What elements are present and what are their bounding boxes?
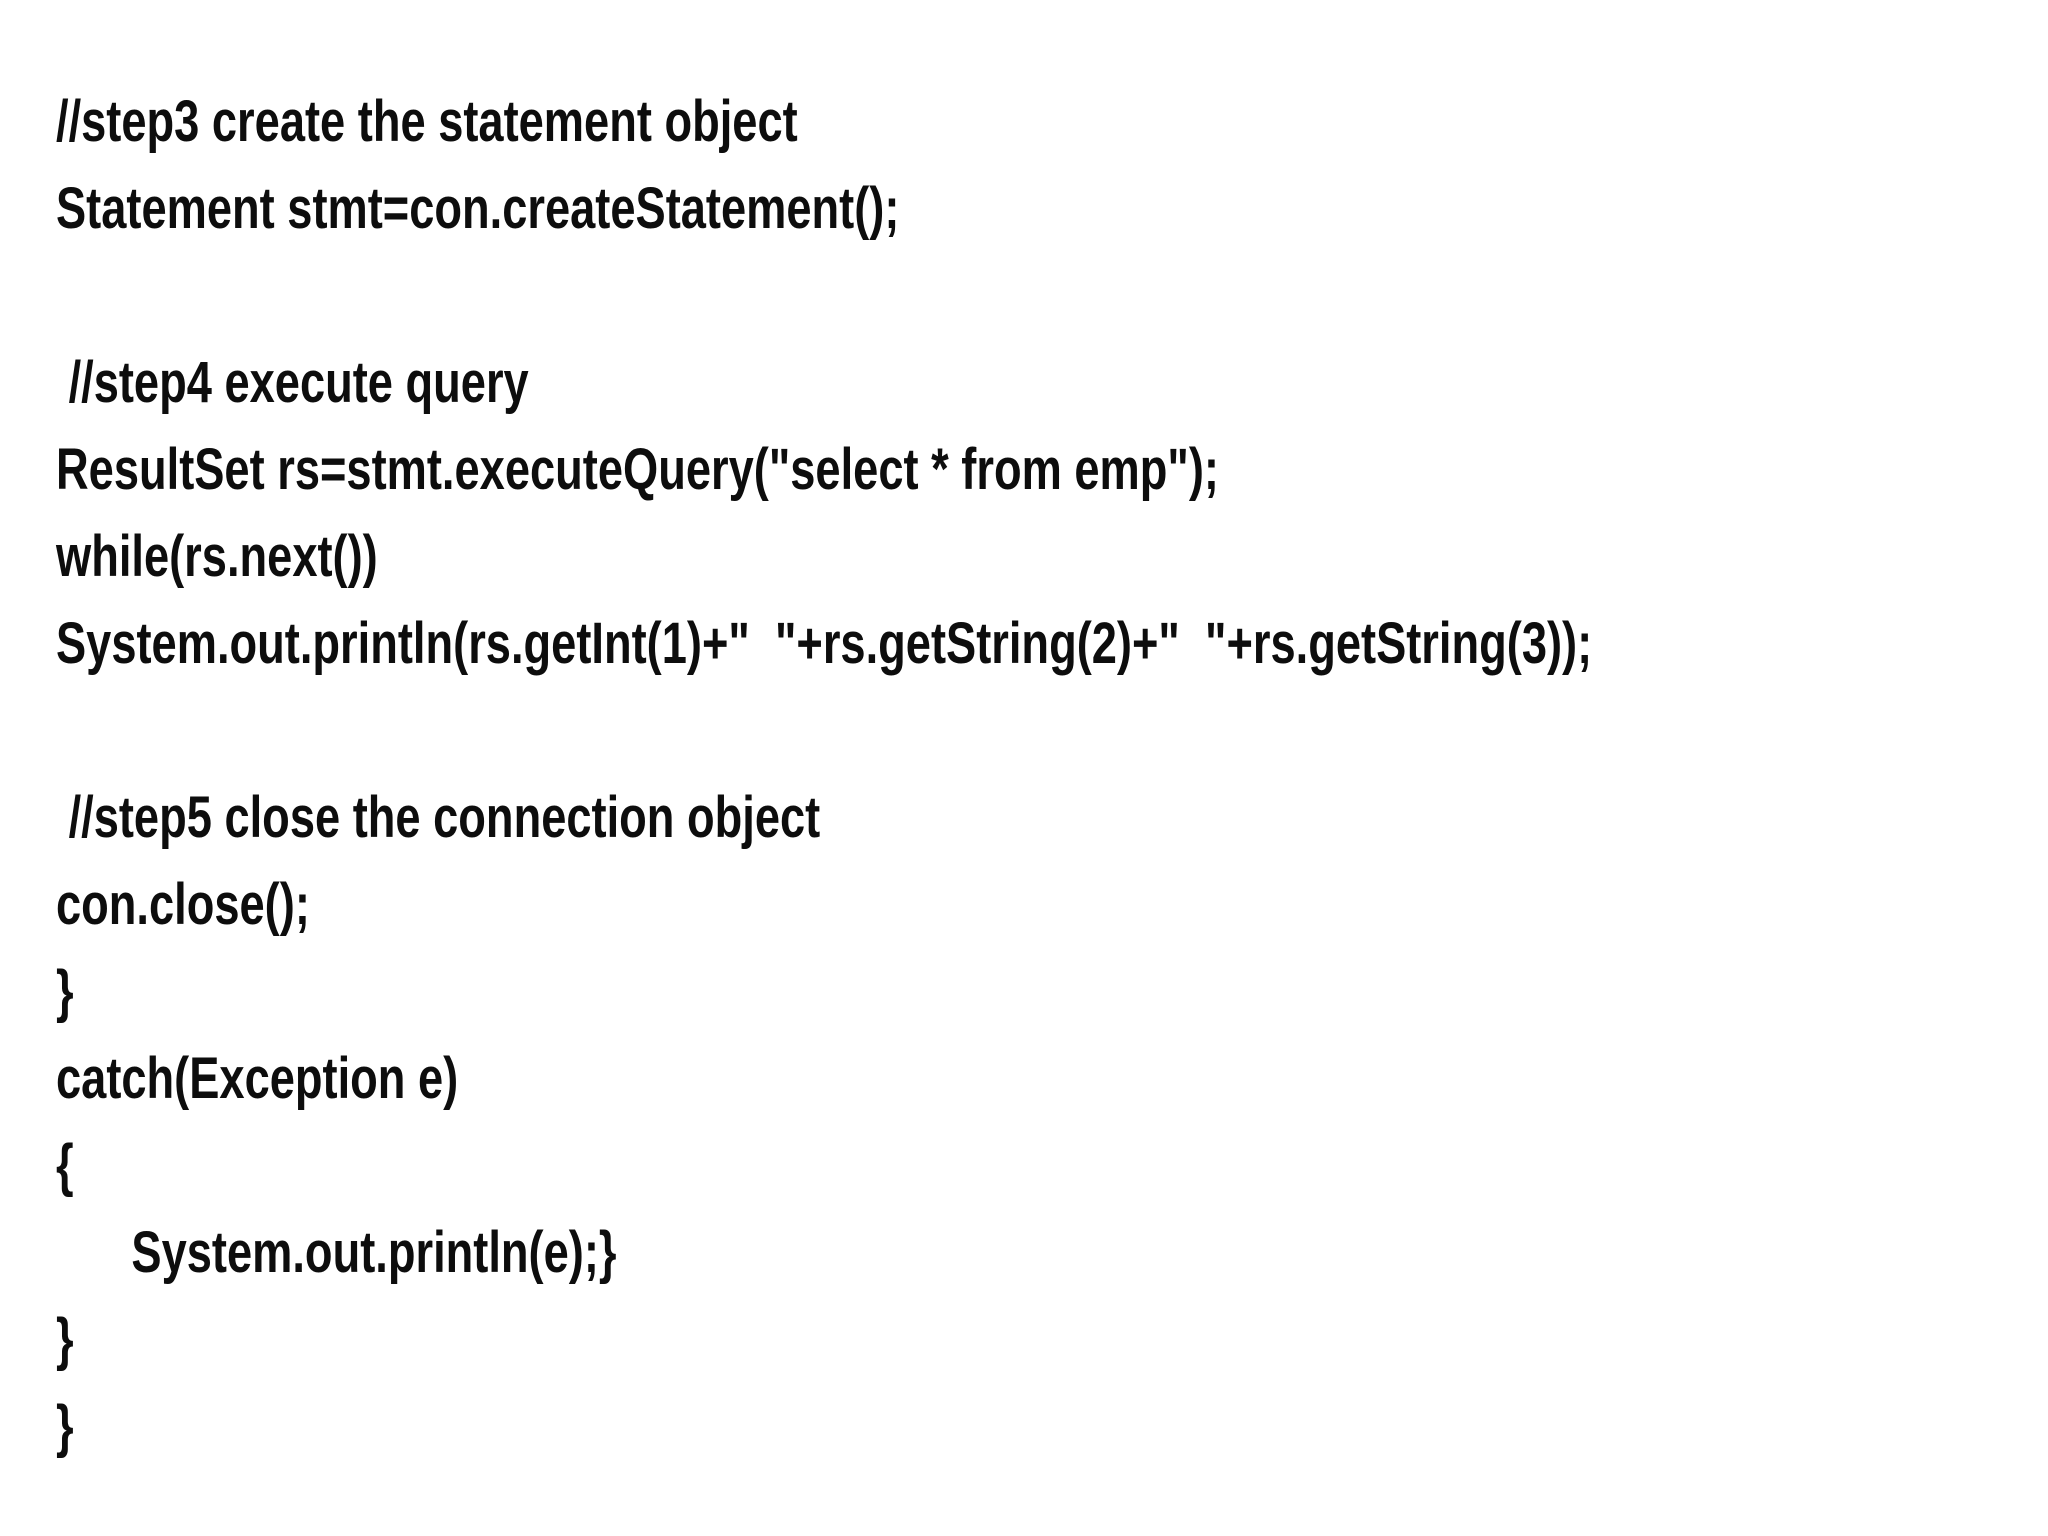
code-line-println-exception: System.out.println(e);} <box>56 1220 617 1285</box>
code-line-blank <box>56 252 1610 339</box>
code-line-comment-step5: //step5 close the connection object <box>56 785 821 850</box>
code-line-while-loop: while(rs.next()) <box>56 524 378 589</box>
code-line-comment-step3: //step3 create the statement object <box>56 89 798 154</box>
code-line-closing-brace: } <box>56 1394 74 1459</box>
code-line-create-statement: Statement stmt=con.createStatement(); <box>56 176 900 241</box>
code-line-closing-brace: } <box>56 1307 74 1372</box>
code-line-comment-step4: //step4 execute query <box>56 350 529 415</box>
code-line-opening-brace: { <box>56 1133 74 1198</box>
code-line-execute-query: ResultSet rs=stmt.executeQuery("select *… <box>56 437 1219 502</box>
code-line-println-resultset: System.out.println(rs.getInt(1)+" "+rs.g… <box>56 611 1593 676</box>
code-line-closing-brace: } <box>56 959 74 1024</box>
code-line-catch-exception: catch(Exception e) <box>56 1046 459 1111</box>
code-line-con-close: con.close(); <box>56 872 310 937</box>
code-line-blank <box>56 687 1610 774</box>
